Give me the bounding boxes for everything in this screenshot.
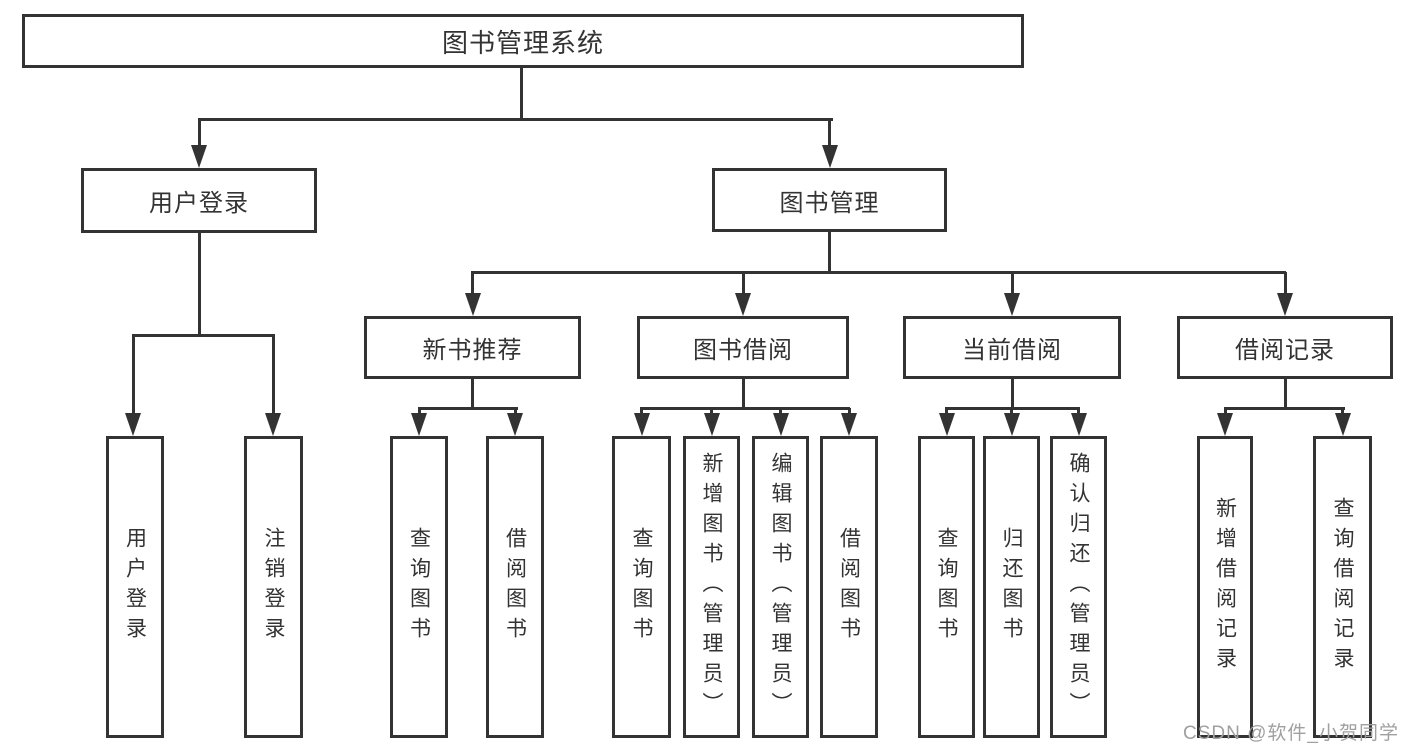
connector-line: [1223, 408, 1227, 415]
connector-line: [1283, 379, 1287, 410]
connector-line: [640, 406, 850, 410]
leaf-newbook-borrow: 借阅图书: [486, 436, 544, 738]
leaf-current-confirm-admin-label: 确认归还（管理员）: [1067, 452, 1090, 722]
connector-arrow: [772, 413, 789, 436]
connector-line: [945, 408, 948, 415]
connector-arrow: [1217, 413, 1233, 436]
connector-line: [828, 119, 831, 147]
connector-arrow: [938, 413, 955, 436]
leaf-newbook-query: 查询图书: [390, 436, 448, 738]
node-current-borrow: 当前借阅: [903, 316, 1121, 379]
connector-line: [417, 406, 518, 410]
node-book-management-label: 图书管理: [779, 189, 880, 217]
leaf-borrow-add-admin-label: 新增图书（管理员）: [700, 452, 723, 722]
leaf-current-confirm-admin: 确认归还（管理员）: [1050, 436, 1107, 738]
leaf-user-login: 用户登录: [106, 436, 164, 738]
connector-arrow: [703, 413, 720, 436]
node-user-login-label: 用户登录: [149, 190, 249, 217]
leaf-user-login-label: 用户登录: [123, 527, 147, 647]
connector-line: [519, 68, 523, 120]
node-book-management: 图书管理: [712, 168, 947, 232]
connector-line: [741, 379, 745, 410]
leaf-records-query: 查询借阅记录: [1313, 436, 1372, 738]
leaf-logout: 注销登录: [244, 436, 303, 738]
connector-line: [640, 408, 643, 415]
connector-line: [828, 232, 831, 272]
leaf-records-query-label: 查询借阅记录: [1331, 497, 1354, 677]
connector-line: [131, 333, 275, 337]
leaf-current-return: 归还图书: [983, 436, 1040, 738]
connector-arrow: [1070, 413, 1087, 436]
connector-line: [1223, 406, 1345, 410]
connector-arrow: [841, 413, 857, 436]
connector-line: [471, 272, 474, 294]
connector-arrow: [1003, 413, 1020, 436]
connector-line: [197, 233, 201, 335]
connector-arrow: [1004, 293, 1020, 316]
connector-arrow: [633, 413, 650, 436]
node-current-borrow-label: 当前借阅: [962, 337, 1062, 364]
leaf-borrow-add-admin: 新增图书（管理员）: [683, 436, 740, 738]
connector-line: [513, 408, 517, 415]
connector-line: [1283, 272, 1287, 294]
leaf-records-add: 新增借阅记录: [1197, 436, 1253, 738]
connector-line: [471, 379, 474, 410]
connector-arrow: [464, 293, 481, 316]
connector-line: [1010, 408, 1013, 415]
connector-line: [1077, 408, 1080, 415]
leaf-logout-label: 注销登录: [262, 527, 285, 647]
connector-line: [741, 272, 745, 294]
connector-line: [471, 270, 1286, 274]
connector-arrow: [265, 413, 281, 436]
leaf-borrow-book-label: 借阅图书: [837, 527, 861, 647]
leaf-borrow-edit-admin: 编辑图书（管理员）: [752, 436, 809, 738]
node-new-book-recommend: 新书推荐: [364, 316, 581, 379]
leaf-current-return-label: 归还图书: [1000, 527, 1023, 647]
leaf-newbook-borrow-label: 借阅图书: [503, 527, 527, 647]
connector-arrow: [1277, 293, 1293, 316]
connector-arrow: [411, 413, 427, 436]
leaf-borrow-edit-admin-label: 编辑图书（管理员）: [769, 452, 792, 722]
node-root-label: 图书管理系统: [441, 27, 604, 58]
csdn-watermark: CSDN @软件_小贺同学: [1183, 723, 1399, 744]
connector-line: [710, 408, 713, 415]
connector-arrow: [191, 145, 207, 168]
connector-line: [197, 119, 201, 147]
connector-arrow: [507, 413, 523, 436]
connector-line: [131, 335, 135, 415]
connector-line: [847, 408, 851, 415]
connector-line: [1341, 408, 1344, 415]
node-book-borrow-label: 图书借阅: [693, 337, 793, 364]
node-user-login: 用户登录: [81, 168, 317, 233]
leaf-current-query-label: 查询图书: [935, 527, 958, 647]
connector-line: [1010, 272, 1014, 294]
connector-arrow: [821, 145, 838, 168]
leaf-records-add-label: 新增借阅记录: [1213, 497, 1237, 677]
connector-line: [417, 408, 421, 415]
node-borrow-records-label: 借阅记录: [1235, 337, 1335, 364]
connector-line: [197, 117, 833, 121]
node-borrow-records: 借阅记录: [1177, 316, 1393, 379]
connector-line: [1010, 379, 1014, 410]
node-new-book-recommend-label: 新书推荐: [422, 337, 523, 364]
leaf-borrow-query-label: 查询图书: [630, 527, 653, 647]
connector-arrow: [735, 293, 751, 316]
leaf-borrow-query: 查询图书: [612, 436, 671, 738]
leaf-newbook-query-label: 查询图书: [407, 527, 431, 647]
node-root: 图书管理系统: [22, 14, 1024, 68]
connector-line: [271, 335, 275, 415]
node-book-borrow: 图书借阅: [637, 316, 849, 379]
leaf-borrow-book: 借阅图书: [820, 436, 878, 738]
leaf-current-query: 查询图书: [918, 436, 975, 738]
connector-line: [779, 408, 782, 415]
connector-arrow: [1334, 413, 1351, 436]
connector-arrow: [125, 413, 141, 436]
